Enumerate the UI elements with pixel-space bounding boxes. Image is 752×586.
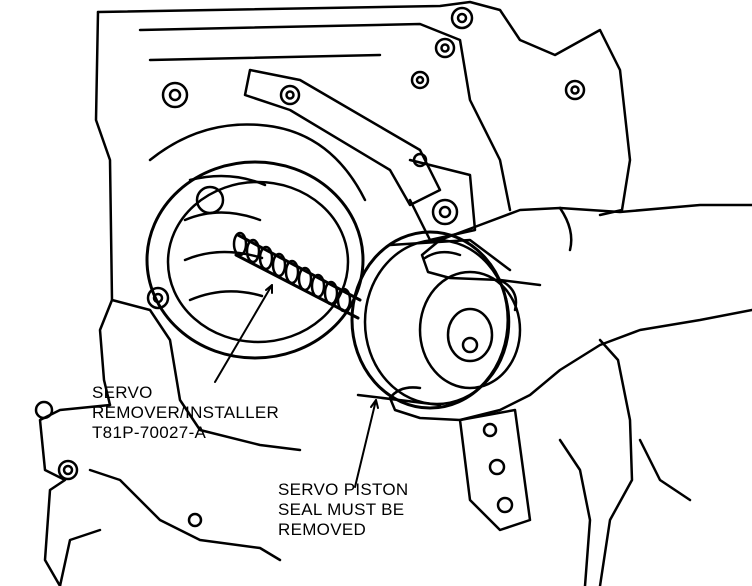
hand [388,203,752,422]
tool-callout-line3: T81P-70027-A [92,423,207,442]
tool-callout-line1: SERVO [92,383,153,402]
transmission-case [38,0,692,586]
seal-callout-label: SERVO PISTON SEAL MUST BE REMOVED [278,480,409,540]
seal-callout-line3: REMOVED [278,520,367,539]
leader-lines [214,284,379,488]
servo-bore [145,123,367,360]
case-bolts [34,6,586,528]
servo-tool-spring [232,231,362,320]
tool-callout-label: SERVO REMOVER/INSTALLER T81P-70027-A [92,383,279,443]
servo-piston [350,230,522,410]
bracket-arm [243,68,532,532]
tool-callout-line2: REMOVER/INSTALLER [92,403,280,422]
seal-callout-line1: SERVO PISTON [278,480,409,499]
seal-callout-line2: SEAL MUST BE [278,500,405,519]
